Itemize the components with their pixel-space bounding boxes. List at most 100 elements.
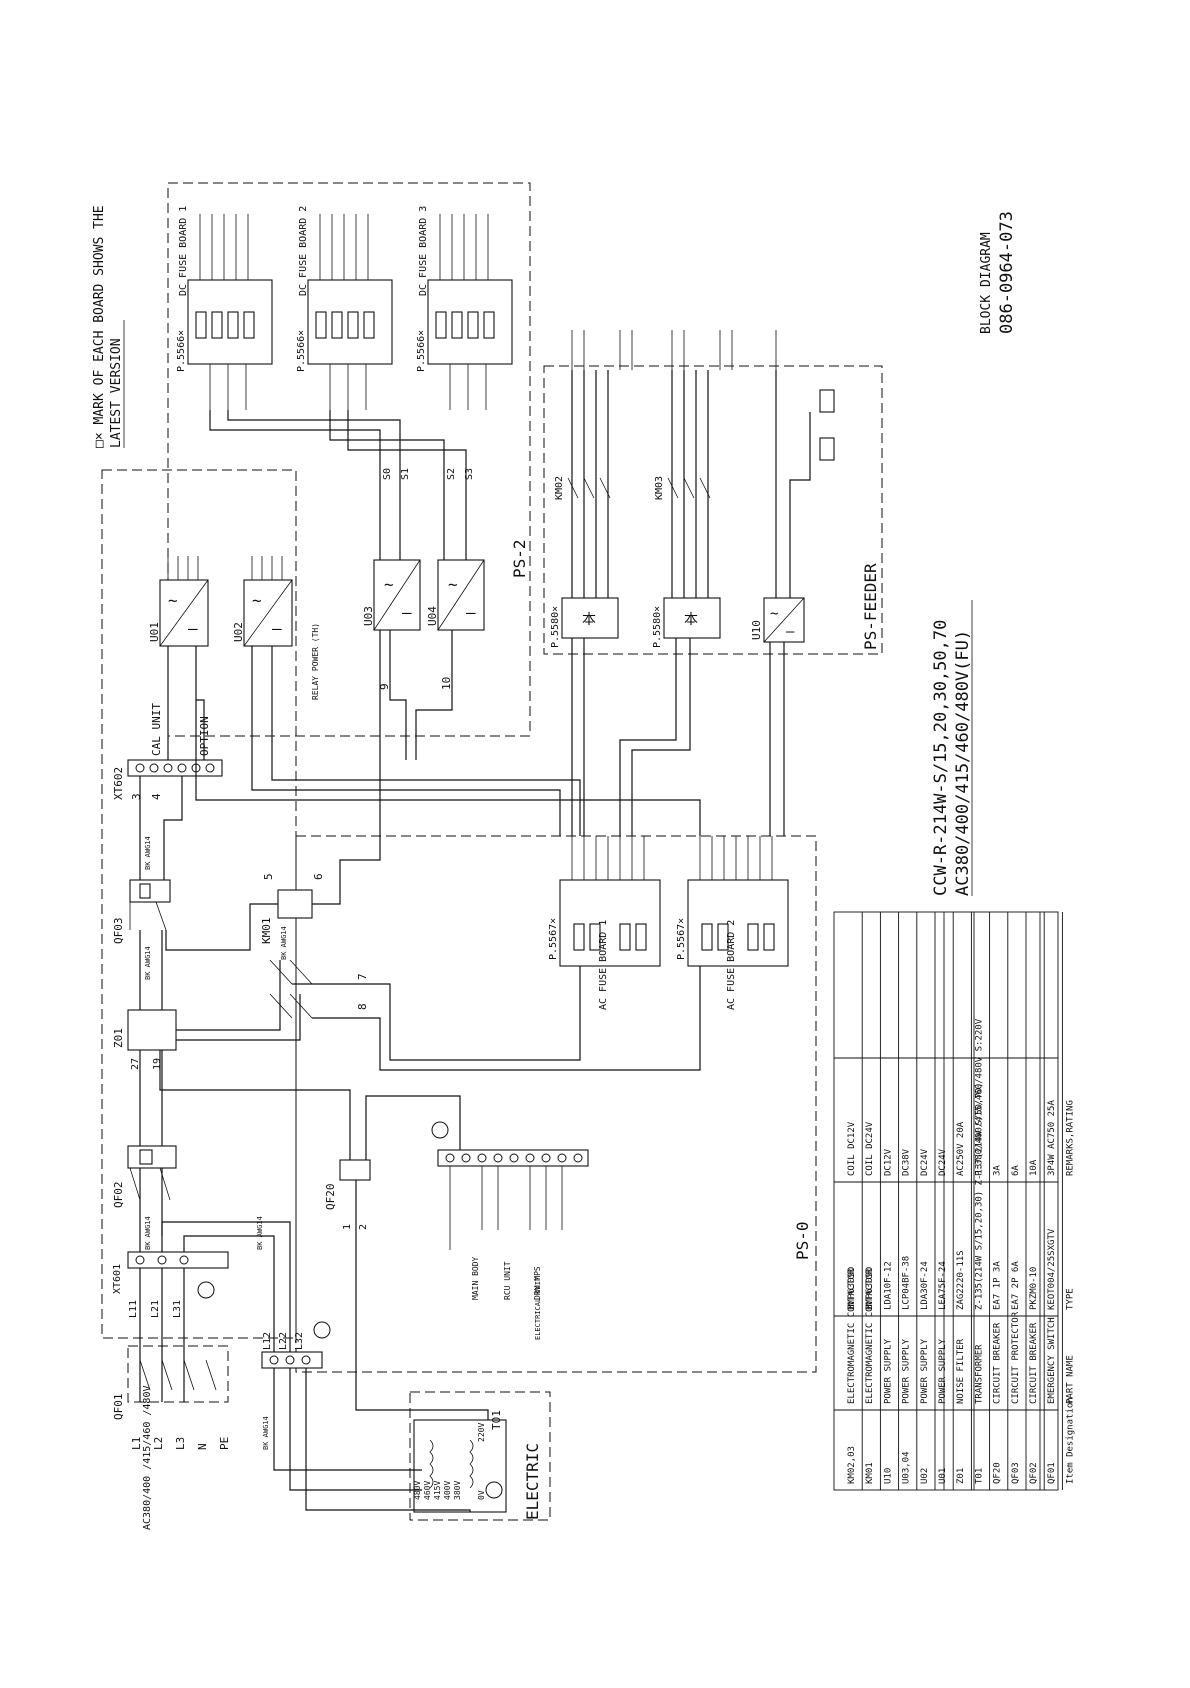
svg-text:—: — [188,619,198,638]
wire-label-l31: L31 [172,1300,183,1318]
parts-table-cell: POWER SUPPLY [920,1338,930,1404]
tap-415v: 415V [433,1481,442,1500]
revision-note: □× MARK OF EACH BOARD SHOWS THE LATEST V… [92,205,125,448]
wire-label-3: 3 [130,793,143,800]
parts-table-header: REMARKS,RATING [1065,1100,1075,1176]
svg-text:本: 本 [684,612,698,628]
main-power-wiring [139,630,701,1512]
parts-table-cell: PKZM0-10 [1029,1267,1039,1310]
qf02-label: QF02 [112,1182,125,1209]
feeder-board-1: 本 P.5580× [550,597,619,648]
wire-tag-bk-awg14-6: BK AWG14 [262,1416,270,1450]
parts-table-cell: ELECTROMAGNETIC CONTACTOR [847,1268,857,1404]
voltage-title: AC380/400/415/460/480V(FU) [953,630,973,896]
parts-table-header: PART NAME [1065,1355,1075,1404]
km01-label: KM01 [260,918,273,945]
power-supply-u04: ~— U04 [426,559,485,631]
svg-text:—: — [402,603,412,622]
xt602-label: XT602 [112,767,125,800]
dc-fuse-board-2-label: DC FUSE BOARD 2 [298,206,309,296]
wire-label-s0: S0 [382,468,393,480]
wire-label-s1: S1 [400,468,411,480]
feeder-board-1-part: P.5580× [550,606,561,648]
wire-tag-bk-awg14-2: BK AWG14 [256,1216,264,1250]
parts-table-cell: U03,04 [902,1451,912,1484]
parts-table-cell: Z-135(214W S/15,20,30) Z-137(214W S/50,7… [974,1082,984,1310]
wire-label-4: 4 [150,793,163,800]
model-title: CCW-R-214W-S/15,20,30,50,70 [931,620,951,896]
mark-note-line-1: □× MARK OF EACH BOARD SHOWS THE [92,205,107,448]
tap-0v: 0V [477,1490,486,1500]
parts-table-cell: LDA10F-12 [883,1261,893,1310]
parts-table-cell: BMP6309D [847,1267,857,1310]
parts-table-cell: COIL DC24V [865,1121,875,1176]
wire-label-l22: L22 [278,1332,289,1350]
parts-table-cell: 10A [1029,1159,1039,1176]
dc-fuse-board-1: DC FUSE BOARD 1 P.5566× [176,206,273,372]
power-supply-u10: ~— U10 [750,597,805,643]
parts-table-cell: CIRCUIT BREAKER [993,1322,1003,1404]
svg-text:—: — [272,619,282,638]
parts-table-cell: LDA30F-24 [920,1261,930,1310]
parts-table-cell: 3A [993,1165,1003,1176]
wire-label-s3: S3 [464,468,475,480]
parts-table-cell: P:380/400/415/460/480V S:220V [974,1018,984,1176]
feeder-wiring [195,370,811,836]
u04-label: U04 [426,606,439,626]
noise-filter-z01: Z01 [112,1009,177,1051]
wire-label-27: 27 [130,1058,141,1070]
terminal-block-xt602: XT602 CAL UNIT OPTION [112,703,223,800]
ac-fuse-pin-stubs [571,836,773,880]
terminal-block-xt601: XT601 [112,1251,331,1369]
mains-pe: PE [218,1437,231,1450]
feeder-top-stubs [571,330,777,370]
parts-table-cell: U02 [920,1468,930,1484]
dc-fuse-board-2-part: P.5566× [296,330,307,372]
xt601-label-upper: XT601 [112,1264,123,1294]
wire-label-l32: L32 [294,1332,305,1350]
wire-tag-bk-awg14-4: BK AWG14 [144,836,152,870]
wire-label-1: 1 [342,1224,353,1230]
svg-text:本: 本 [582,612,596,628]
mark-note-line-2: LATEST VERSION [109,338,124,448]
parts-table-cell: U01 [938,1468,948,1484]
ground-bus-bar [431,1121,589,1167]
u10-label: U10 [750,620,763,640]
circuit-breaker-qf02: QF02 [112,1145,177,1209]
wire-tag-bk-awg14-5: BK AWG14 [280,926,288,960]
relay-power-label: RELAY POWER (TH) [311,623,320,700]
parts-table-cell: POWER SUPPLY [883,1338,893,1404]
parts-table-cell: Z01 [956,1468,966,1484]
parts-table-cell: NOISE FILTER [956,1338,966,1404]
power-supply-u01: ~— U01 [148,579,209,647]
secondary-220v: 220V [477,1423,486,1442]
zone-ps2-boundary [167,182,531,737]
svg-text:~: ~ [448,575,458,594]
tap-460v: 460V [423,1481,432,1500]
parts-table-cell: ELECTROMAGNETIC CONTACTOR [865,1268,875,1404]
dc-fuse-board-1-part: P.5566× [176,330,187,372]
parts-table-cell: KEOT004/25SXGTV [1047,1228,1057,1310]
wire-label-l11: L11 [128,1300,139,1318]
main-body-label: MAIN BODY [471,1256,480,1300]
mains-l2: L2 [152,1437,165,1450]
parts-table-cell: DC24V [920,1148,930,1176]
wire-label-10: 10 [440,677,453,690]
zone-electric-boundary [409,1391,551,1521]
drv-mps-label: DRV MPS [533,1266,542,1300]
parts-table-cell: AC250V 20A [956,1121,966,1176]
parts-table-cell: DC24V [938,1148,948,1176]
t01-label: T01 [490,1410,503,1430]
dc-fuse-board-3-label: DC FUSE BOARD 3 [418,206,429,296]
ac-fuse-board-1: AC FUSE BOARD 1 P.5567× [548,879,661,1010]
ac-fuse-board-1-label: AC FUSE BOARD 1 [598,920,609,1010]
svg-text:—: — [786,624,795,640]
u01-u02-output-stubs [167,556,283,580]
area-label-ps2: PS-2 [510,539,529,578]
mains-n: N [196,1443,209,1450]
electrical-unit-label: ELECTRICAL UNIT [534,1276,542,1340]
parts-table-cell: U10 [883,1468,893,1484]
area-label-ps0: PS-0 [793,1221,812,1260]
emergency-switch-qf01: QF01 [112,1345,229,1420]
